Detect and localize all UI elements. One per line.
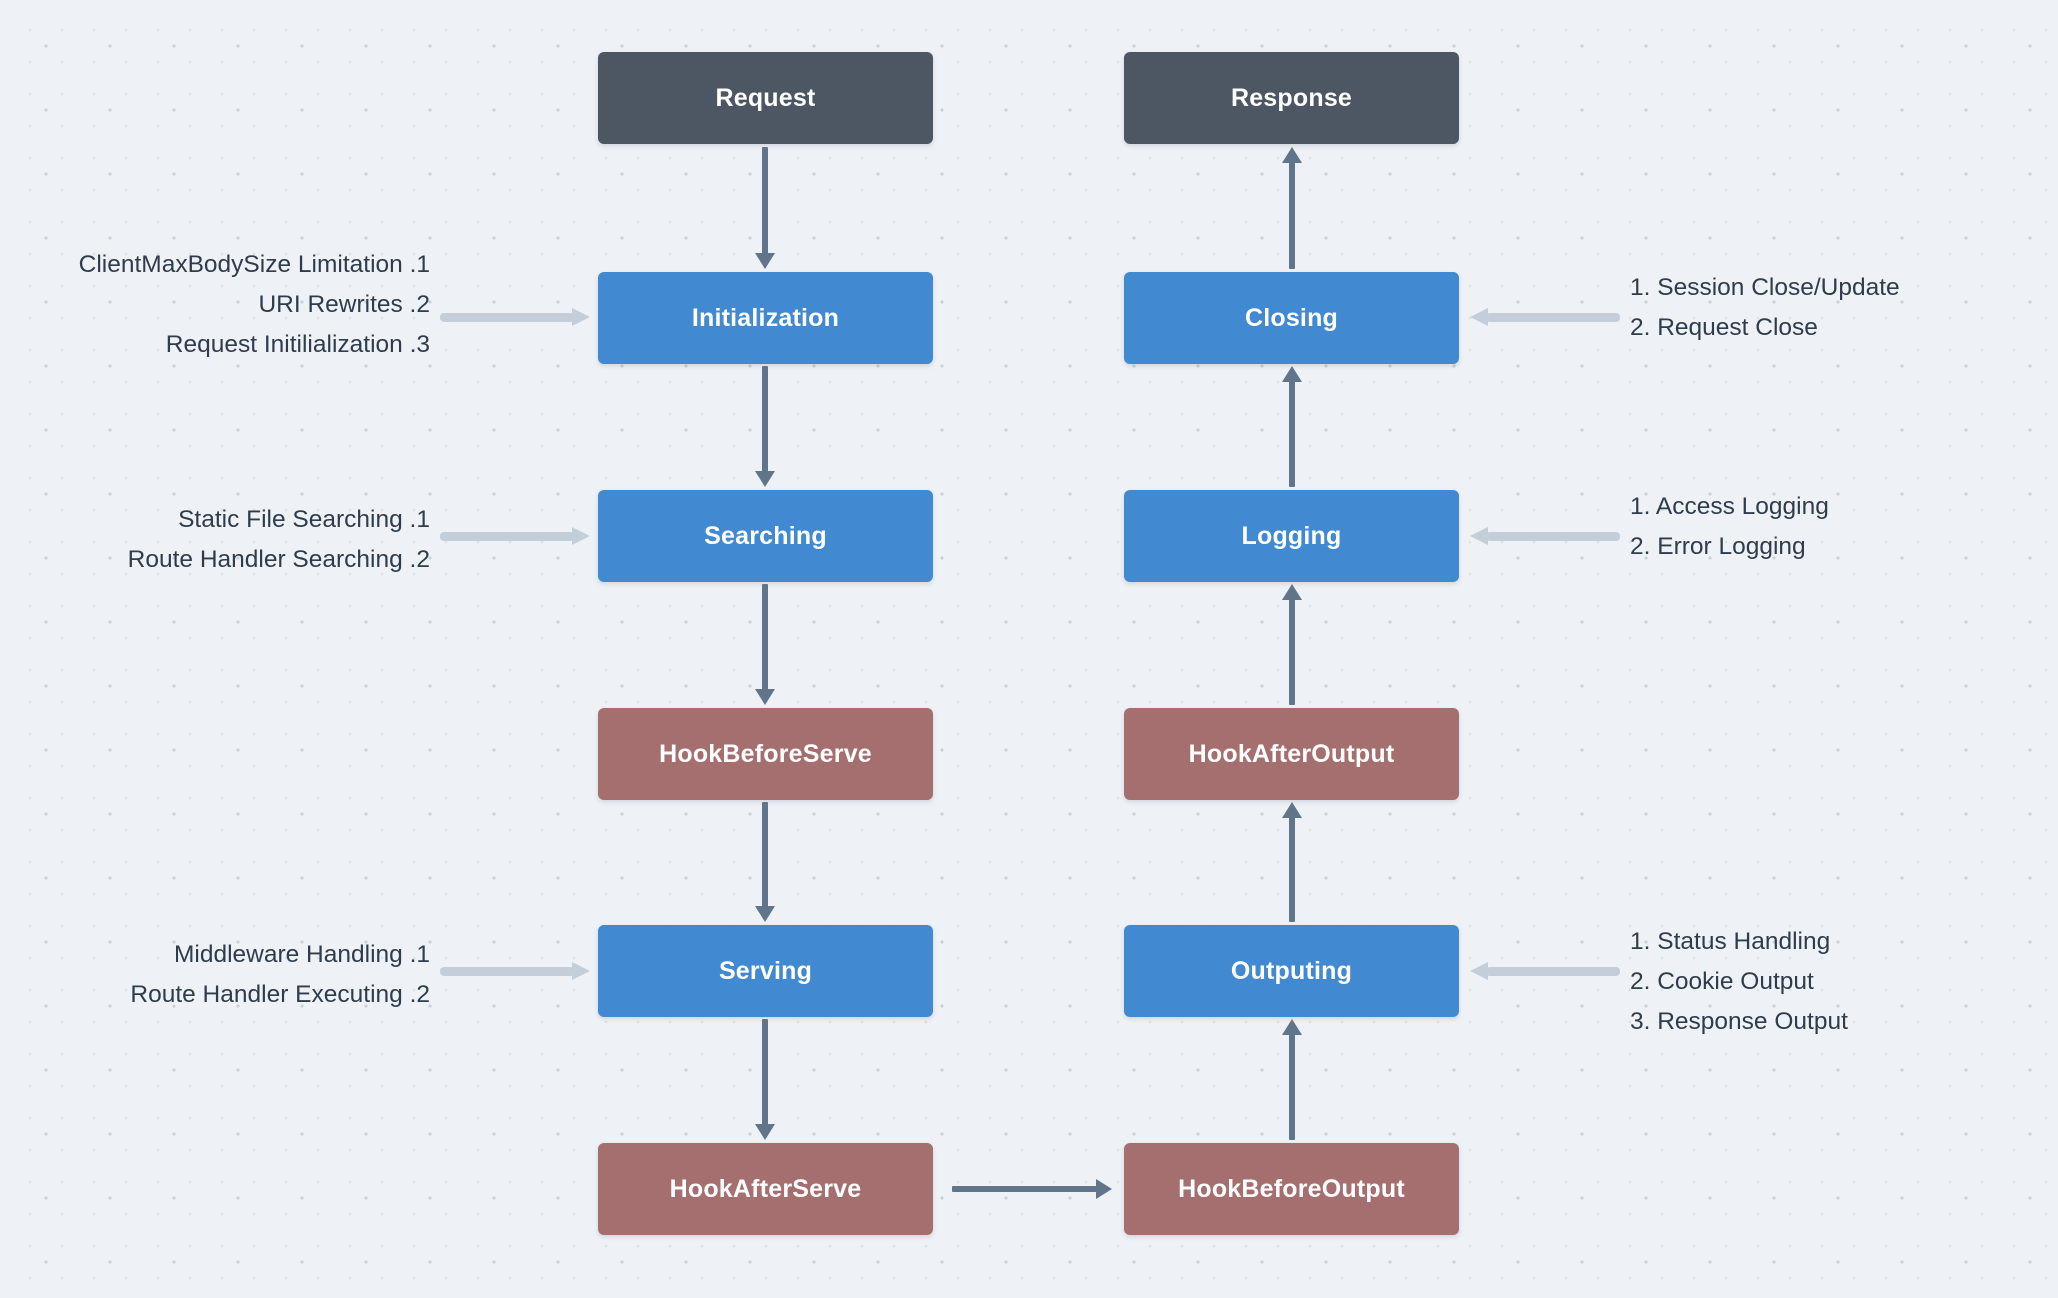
arrow-head-down-icon [755,471,775,487]
flow-arrow-hook-before-serve-to-serving [755,802,775,922]
node-hook-before-output[interactable]: HookBeforeOutput [1124,1143,1459,1235]
annotation-outputing-line-2: 2. Cookie Output [1630,968,1814,995]
annotation-outputing: 1. Status Handling 2. Cookie Output 3. R… [1630,922,2050,1042]
arrow-head-up-icon [1282,1019,1302,1035]
flow-arrow-request-to-initialization [755,147,775,269]
arrow-head-right-icon [572,527,590,545]
flow-arrow-hook-after-serve-to-hook-before-output [952,1179,1112,1199]
flow-arrow-outputing-to-hook-after-output [1282,802,1302,922]
node-hook-before-output-label: HookBeforeOutput [1178,1174,1405,1203]
node-outputing[interactable]: Outputing [1124,925,1459,1017]
arrow-head-right-icon [572,962,590,980]
arrow-head-left-icon [1470,962,1488,980]
arrow-head-down-icon [755,253,775,269]
node-searching[interactable]: Searching [598,490,933,582]
node-request-label: Request [715,83,816,112]
node-hook-before-serve-label: HookBeforeServe [659,739,872,768]
annotation-initialization-line-1: ClientMaxBodySize Limitation .1 [78,251,430,278]
node-hook-after-serve-label: HookAfterServe [669,1174,862,1203]
annotation-serving-line-1: Middleware Handling .1 [173,941,430,968]
arrow-head-down-icon [755,906,775,922]
arrow-shaft [762,584,768,692]
arrow-head-left-icon [1470,527,1488,545]
arrow-shaft [440,532,574,541]
node-serving[interactable]: Serving [598,925,933,1017]
annotation-arrow-initialization [440,308,590,326]
arrow-shaft [1289,1032,1295,1140]
arrow-shaft [952,1186,1099,1192]
node-hook-after-output-label: HookAfterOutput [1188,739,1395,768]
annotation-closing-line-2: 2. Request Close [1630,314,1818,341]
arrow-shaft [762,1019,768,1127]
annotation-initialization-line-3: Request Initilialization .3 [165,331,430,358]
arrow-head-up-icon [1282,147,1302,163]
node-request[interactable]: Request [598,52,933,144]
annotation-closing: 1. Session Close/Update 2. Request Close [1630,268,2050,348]
arrow-shaft [762,366,768,474]
arrow-shaft [1486,967,1620,976]
arrow-shaft [440,967,574,976]
annotation-logging: 1. Access Logging 2. Error Logging [1630,487,2050,567]
annotation-logging-line-2: 2. Error Logging [1630,533,1806,560]
annotation-logging-line-1: 1. Access Logging [1630,493,1829,520]
arrow-head-down-icon [755,689,775,705]
node-serving-label: Serving [718,956,813,985]
arrow-shaft [1486,532,1620,541]
node-logging[interactable]: Logging [1124,490,1459,582]
flow-arrow-serving-to-hook-after-serve [755,1019,775,1140]
node-closing-label: Closing [1244,303,1339,332]
arrow-head-left-icon [1470,308,1488,326]
arrow-head-up-icon [1282,366,1302,382]
annotation-searching-line-1: Static File Searching .1 [178,506,430,533]
node-response[interactable]: Response [1124,52,1459,144]
node-closing[interactable]: Closing [1124,272,1459,364]
annotation-serving: Middleware Handling .1 Route Handler Exe… [10,935,430,1015]
arrow-shaft [762,147,768,256]
arrow-shaft [1289,597,1295,705]
annotation-searching-line-2: Route Handler Searching .2 [127,546,430,573]
annotation-closing-line-1: 1. Session Close/Update [1630,274,1900,301]
annotation-arrow-serving [440,962,590,980]
annotation-arrow-outputing [1470,962,1620,980]
flow-arrow-searching-to-hook-before-serve [755,584,775,705]
flow-arrow-closing-to-response [1282,147,1302,269]
annotation-arrow-searching [440,527,590,545]
arrow-shaft [762,802,768,909]
node-hook-before-serve[interactable]: HookBeforeServe [598,708,933,800]
arrow-head-right-icon [572,308,590,326]
node-hook-after-output[interactable]: HookAfterOutput [1124,708,1459,800]
flow-arrow-hook-after-output-to-logging [1282,584,1302,705]
arrow-head-up-icon [1282,802,1302,818]
annotation-arrow-logging [1470,527,1620,545]
node-outputing-label: Outputing [1230,956,1353,985]
node-logging-label: Logging [1241,521,1342,550]
arrow-shaft [1289,379,1295,487]
node-hook-after-serve[interactable]: HookAfterServe [598,1143,933,1235]
arrow-shaft [440,313,574,322]
annotation-serving-line-2: Route Handler Executing .2 [130,981,430,1008]
annotation-arrow-closing [1470,308,1620,326]
annotation-initialization: ClientMaxBodySize Limitation .1 URI Rewr… [10,245,430,365]
annotation-outputing-line-1: 1. Status Handling [1630,928,1831,955]
flow-arrow-hook-before-output-to-outputing [1282,1019,1302,1140]
annotation-outputing-line-3: 3. Response Output [1630,1008,1848,1035]
arrow-shaft [1289,815,1295,922]
annotation-searching: Static File Searching .1 Route Handler S… [10,500,430,580]
arrow-head-right-icon [1096,1179,1112,1199]
node-searching-label: Searching [704,521,827,550]
node-initialization-label: Initialization [691,303,840,332]
flow-arrow-logging-to-closing [1282,366,1302,487]
arrow-shaft [1289,160,1295,269]
node-response-label: Response [1230,83,1353,112]
arrow-shaft [1486,313,1620,322]
arrow-head-down-icon [755,1124,775,1140]
flow-arrow-initialization-to-searching [755,366,775,487]
node-initialization[interactable]: Initialization [598,272,933,364]
arrow-head-up-icon [1282,584,1302,600]
annotation-initialization-line-2: URI Rewrites .2 [258,291,430,318]
